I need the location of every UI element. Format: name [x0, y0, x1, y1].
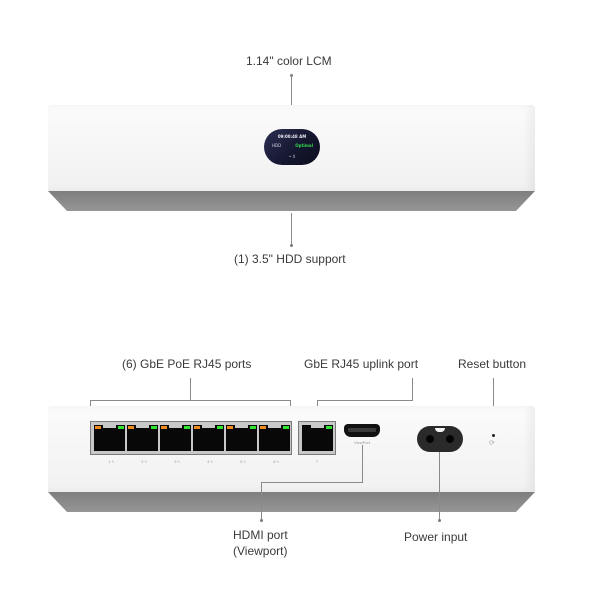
callout-hdd-line	[291, 213, 292, 245]
led-green	[283, 426, 289, 429]
hdmi-port[interactable]	[344, 424, 380, 437]
reset-icon: ⟳	[489, 440, 495, 447]
led-green	[217, 426, 223, 429]
lcm-time: 09:00:48 AM	[277, 134, 307, 139]
lcm-status: Optimal	[295, 143, 313, 148]
rj45-port-4[interactable]	[193, 425, 224, 451]
callout-reset-label: Reset button	[458, 357, 527, 371]
power-leader-dot	[438, 519, 441, 522]
uplink-port-group	[298, 421, 336, 455]
callout-poe-ports-label: (6) GbE PoE RJ45 ports	[122, 357, 252, 371]
port-label-1: 1 ϟ	[108, 459, 114, 464]
callout-uplink-label: GbE RJ45 uplink port	[304, 357, 419, 371]
led-green	[184, 426, 190, 429]
lcm-hdd-label: HDD	[272, 143, 282, 148]
uplink-leader-vert	[412, 378, 413, 400]
callout-hdd-label: (1) 3.5" HDD support	[234, 252, 346, 266]
led-green	[326, 426, 332, 429]
led-orange	[128, 426, 134, 429]
poe-bracket-stem	[190, 378, 191, 400]
callout-hdd-dot	[290, 244, 293, 247]
led-orange	[227, 426, 233, 429]
port-label-5: 5 ϟ	[240, 459, 246, 464]
uplink-leader-horiz	[317, 400, 413, 401]
led-green	[250, 426, 256, 429]
reset-button[interactable]	[492, 434, 495, 437]
poe-port-group	[90, 421, 292, 455]
led-orange	[95, 426, 101, 429]
led-orange	[161, 426, 167, 429]
rj45-port-1[interactable]	[94, 425, 125, 451]
power-pin-left	[426, 435, 434, 443]
rj45-port-6[interactable]	[259, 425, 290, 451]
hdmi-leader-vert	[362, 445, 363, 482]
hdmi-port-label: ViewPort	[354, 440, 370, 445]
led-orange	[260, 426, 266, 429]
callout-hdmi-label-line2: (Viewport)	[233, 544, 288, 558]
led-green	[118, 426, 124, 429]
port-label-6: 6 ϟ	[273, 459, 279, 464]
device-front-base	[48, 191, 535, 211]
led-orange	[194, 426, 200, 429]
callout-lcm-line	[291, 75, 292, 130]
reset-leader	[493, 378, 494, 433]
device-rear-base	[48, 492, 535, 512]
callout-lcm-label: 1.14" color LCM	[246, 54, 332, 68]
hdmi-leader-horiz	[261, 482, 363, 483]
port-label-3: 3 ϟ	[174, 459, 180, 464]
callout-hdmi-label-line1: HDMI port	[233, 528, 288, 542]
rj45-uplink-port[interactable]	[302, 425, 333, 451]
hdmi-leader-dot	[260, 519, 263, 522]
rj45-port-3[interactable]	[160, 425, 191, 451]
port-label-uplink: 7	[315, 459, 319, 464]
power-leader	[439, 452, 440, 520]
rj45-port-5[interactable]	[226, 425, 257, 451]
led-green	[151, 426, 157, 429]
lcm-footer: • 4	[288, 154, 296, 159]
power-input-socket[interactable]	[417, 426, 463, 452]
poe-bracket-top	[90, 400, 291, 401]
callout-power-label: Power input	[404, 530, 468, 544]
rj45-port-2[interactable]	[127, 425, 158, 451]
port-label-2: 2 ϟ	[141, 459, 147, 464]
port-label-4: 4 ϟ	[207, 459, 213, 464]
lcm-screen: 09:00:48 AM HDD Optimal • 4	[264, 129, 320, 165]
hdmi-leader-down	[261, 482, 262, 520]
power-pin-right	[446, 435, 454, 443]
